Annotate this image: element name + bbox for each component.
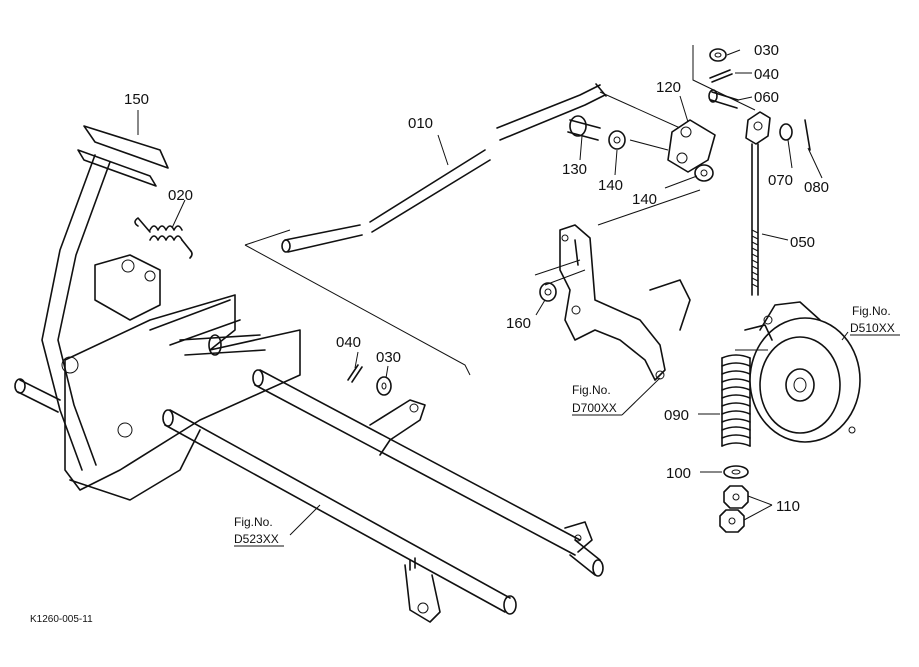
label-140-upper: 140: [598, 177, 623, 194]
label-050: 050: [790, 234, 815, 251]
label-150: 150: [124, 91, 149, 108]
fig-ref-d523-label: Fig.No.: [234, 515, 273, 529]
washer-pin-lower: [347, 364, 392, 396]
label-060: 060: [754, 89, 779, 106]
label-100: 100: [666, 465, 691, 482]
label-030-upper: 030: [754, 42, 779, 59]
drawing-id: K1260-005-11: [30, 614, 93, 625]
leader-lines: [137, 49, 849, 536]
fig-ref-d510-number: D510XX: [850, 321, 895, 335]
label-040-lower: 040: [336, 334, 361, 351]
fig-ref-d700-number: D700XX: [572, 401, 617, 415]
linkage-plate-120: [567, 45, 811, 182]
label-160: 160: [506, 315, 531, 332]
label-080: 080: [804, 179, 829, 196]
label-010: 010: [408, 115, 433, 132]
fig-ref-d510-label: Fig.No.: [852, 304, 891, 318]
label-090: 090: [664, 407, 689, 424]
label-040-upper: 040: [754, 66, 779, 83]
label-020: 020: [168, 187, 193, 204]
label-030-lower: 030: [376, 349, 401, 366]
fig-ref-d700-label: Fig.No.: [572, 383, 611, 397]
mounting-bracket: [534, 189, 701, 381]
brake-pedal-assembly: [14, 125, 301, 501]
part-labels: 150 020 010 040 030 030 040 060 120 130 …: [124, 42, 829, 515]
label-140-lower: 140: [632, 191, 657, 208]
label-070: 070: [768, 172, 793, 189]
label-110: 110: [776, 498, 800, 515]
label-130: 130: [562, 161, 587, 178]
brake-rod-010: [244, 83, 681, 376]
cross-shafts: [162, 369, 604, 623]
rod-050-spring-090: [719, 143, 759, 533]
fig-ref-d523-number: D523XX: [234, 532, 279, 546]
label-120: 120: [656, 79, 681, 96]
figure-references: Fig.No. D510XX Fig.No. D700XX Fig.No. D5…: [234, 304, 900, 547]
brake-drum: [735, 301, 861, 443]
spring-020: [134, 217, 193, 259]
